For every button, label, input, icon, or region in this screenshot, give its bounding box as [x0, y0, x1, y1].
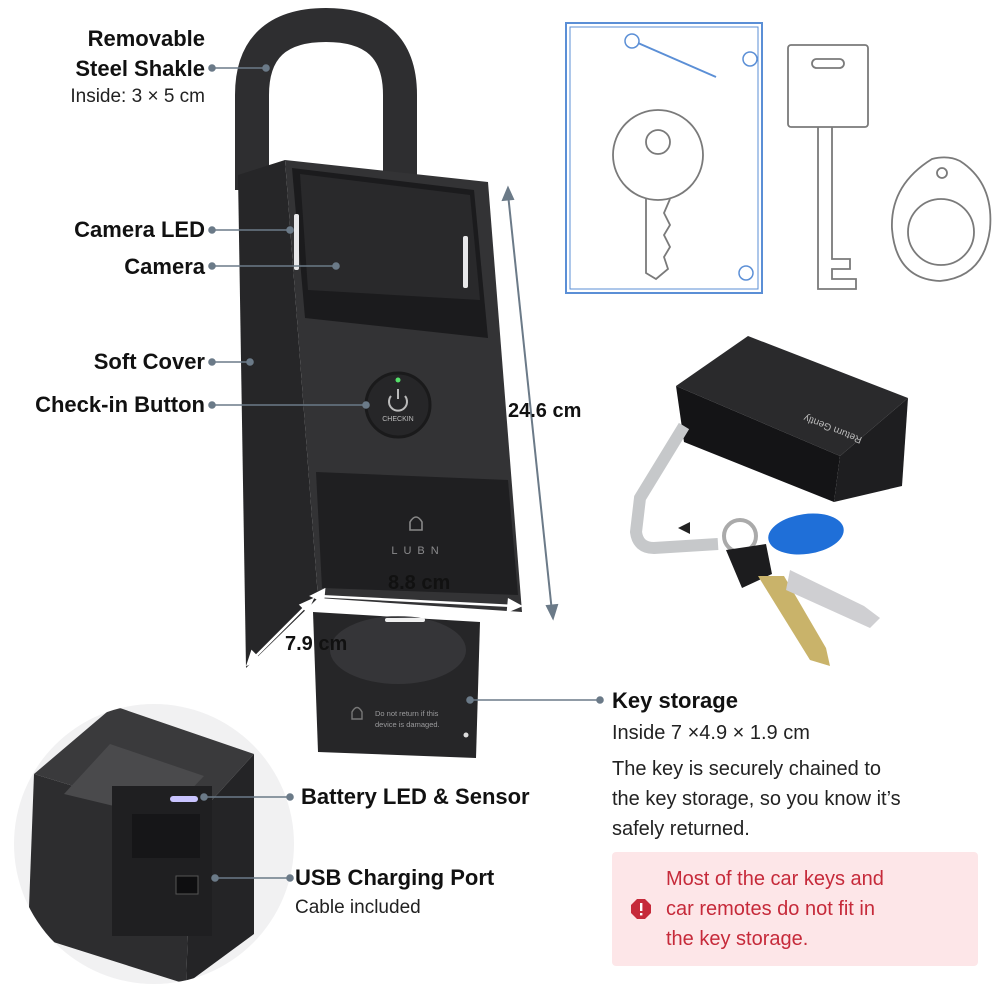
camera-led-label: Camera LED — [74, 217, 205, 242]
shackle-title-line1: Removable — [87, 26, 205, 51]
soft-cover-label: Soft Cover — [93, 349, 205, 374]
shackle-title-line2: Steel Shakle — [75, 56, 205, 81]
round-key-outline — [612, 109, 704, 281]
usb-port-label: USB Charging Port — [295, 865, 495, 890]
device-side-panel — [238, 160, 318, 668]
key-storage-desc-line2: the key storage, so you know it’s — [612, 788, 901, 810]
usb-port — [175, 875, 199, 895]
depth-dimension-arrow — [245, 597, 315, 667]
checkin-button-graphic — [364, 371, 432, 439]
key-storage-size: Inside 7 ×4.9 × 1.9 cm — [612, 722, 810, 744]
storage-notice-line2: device is damaged. — [375, 720, 440, 729]
key-card-outline — [565, 22, 763, 294]
brand-logo-text: LUBN — [391, 545, 444, 557]
key-storage-title: Key storage — [612, 688, 738, 713]
key-storage-desc-line3: safely returned. — [612, 818, 750, 840]
steel-shackle — [235, 7, 417, 190]
checkin-button-label: Check-in Button — [35, 392, 205, 417]
battery-closeup-circle — [14, 704, 294, 984]
battery-led — [170, 796, 198, 802]
height-dimension-arrow — [501, 185, 559, 621]
warning-box: Most of the car keys and car remotes do … — [612, 852, 978, 966]
warning-line1: Most of the car keys and — [666, 868, 884, 890]
warning-line2: car remotes do not fit in — [666, 898, 875, 920]
shackle-callout: Removable Steel Shakle Inside: 3 × 5 cm — [20, 24, 205, 110]
key-storage-info: Key storage Inside 7 ×4.9 × 1.9 cm The k… — [612, 686, 992, 844]
key-storage-with-keys-photo: Return Gently — [629, 336, 908, 666]
brand-panel — [316, 472, 518, 595]
camera-led-left — [294, 214, 299, 270]
storage-box-top — [676, 336, 908, 456]
exclamation-octagon-icon — [630, 898, 652, 925]
blue-fob — [768, 513, 844, 555]
key-outline-drawings — [565, 22, 992, 294]
camera-led-right — [463, 236, 468, 288]
depth-dimension-label: 7.9 cm — [285, 633, 348, 655]
callout-connectors — [208, 64, 604, 704]
usb-cable-note: Cable included — [295, 897, 421, 918]
camera-label: Camera — [124, 254, 205, 279]
checkin-button-text: CHECKIN — [382, 416, 414, 423]
key-storage-desc-line1: The key is securely chained to — [612, 758, 882, 780]
warning-line3: the key storage. — [666, 928, 809, 950]
battery-led-label: Battery LED & Sensor — [301, 784, 530, 809]
steel-strap — [629, 422, 719, 555]
width-dimension-label: 8.8 cm — [388, 572, 451, 594]
closeup-connectors — [200, 793, 294, 882]
long-key-outline — [787, 44, 869, 290]
storage-notice-line1: Do not return if this — [375, 709, 439, 718]
width-dimension-arrow — [309, 587, 523, 613]
shackle-inside-size: Inside: 3 × 5 cm — [70, 86, 205, 107]
key-tag-outline — [891, 156, 992, 282]
height-dimension-label: 24.6 cm — [508, 400, 582, 422]
